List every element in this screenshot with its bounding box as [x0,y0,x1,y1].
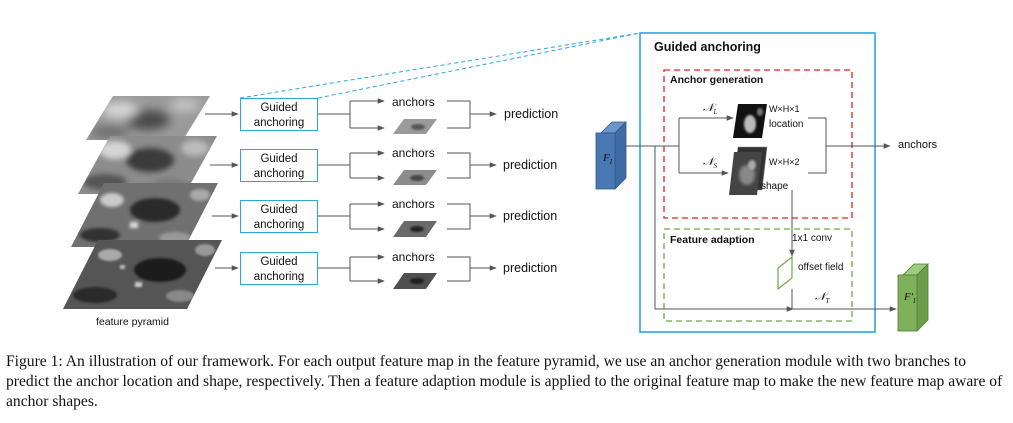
feature-adaption-box [663,228,853,322]
feature-pyramid-label: feature pyramid [96,316,169,328]
feature-pyramid [63,96,222,309]
nl-label: 𝒩L [703,102,718,117]
framework-figure [63,32,929,333]
detail-flow-lines [626,115,897,312]
guided-anchoring-module-3: Guided anchoring [240,200,318,233]
input-feature-label: FI [603,152,613,167]
location-label: location [769,119,804,130]
anchors-label-2: anchors [392,146,435,160]
guided-anchoring-module-2: Guided anchoring [240,149,318,182]
guided-anchoring-panel [639,32,876,333]
location-map [733,104,767,138]
input-feature-block [595,121,627,190]
shape-label: shape [761,181,789,192]
anchor-generation-box [663,69,853,219]
module-1-line1: Guided [260,102,298,114]
anchors-label-3: anchors [392,197,435,211]
output-feature-label: F′I [904,291,916,306]
ns-label: 𝒩S [703,156,718,171]
shape-dims: W×H×2 [769,157,800,167]
module-4-line2: anchoring [253,271,305,283]
projection-lines [239,32,641,99]
prediction-label-4: prediction [503,261,558,275]
pyramid-arrows [205,111,239,271]
module-3-line1: Guided [260,204,298,216]
prediction-arrows [488,111,497,271]
panel-title: Guided anchoring [654,40,761,54]
anchors-output-label: anchors [898,139,938,151]
prediction-branches [447,100,494,282]
nt-label: 𝒩T [815,291,830,306]
prediction-label-3: prediction [503,209,558,223]
offset-field-icon [777,255,793,291]
offset-field-label: offset field [798,262,844,273]
module-branch-arrows [376,98,385,284]
figure-caption: Figure 1: An illustration of our framewo… [6,353,1003,410]
module-branches [318,100,383,282]
anchor-generation-title: Anchor generation [670,74,764,86]
output-feature-block [897,263,929,332]
module-4-line1: Guided [260,256,298,268]
module-1-line2: anchoring [253,117,305,129]
small-feature-maps [393,119,437,289]
location-dims: W×H×1 [769,104,800,114]
feature-adaption-title: Feature adaption [670,234,755,246]
module-2-line1: Guided [260,153,298,165]
anchors-label-1: anchors [392,95,435,109]
module-3-line2: anchoring [253,219,305,231]
prediction-label-2: prediction [503,158,558,172]
conv-label: 1x1 conv [792,233,833,244]
guided-anchoring-module-1: Guided anchoring [240,98,318,131]
prediction-label-1: prediction [504,107,559,121]
shape-map [729,146,768,195]
module-2-line2: anchoring [253,168,305,180]
guided-anchoring-module-4: Guided anchoring [240,252,318,285]
anchors-label-4: anchors [392,250,435,264]
